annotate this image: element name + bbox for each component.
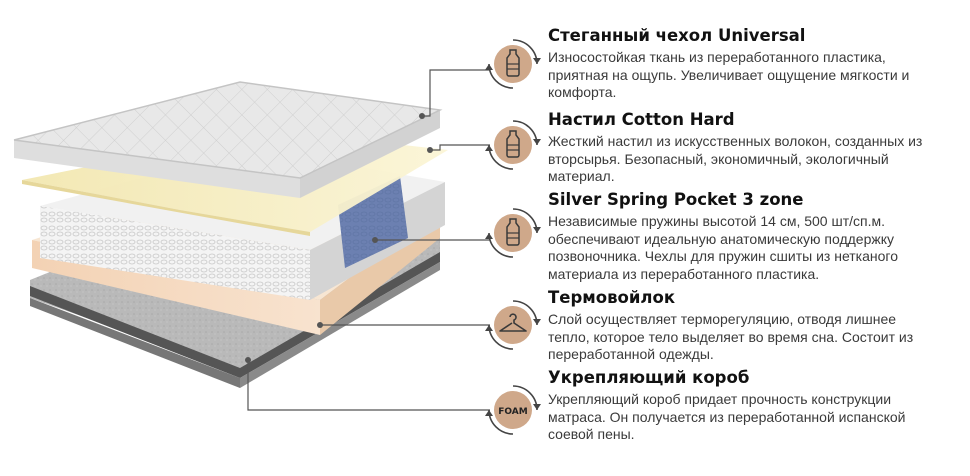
layer-description: Износостойкая ткань из переработанного п…: [548, 49, 910, 100]
layer-description: Слой осуществляет терморегуляцию, отводя…: [548, 311, 914, 362]
layer-block-cover: Стеганный чехол Universal Износостойкая …: [548, 26, 963, 102]
recycled-bottle-icon: [485, 39, 541, 89]
layer-title: Укрепляющий короб: [548, 368, 750, 387]
quilted-cover-layer: [13, 81, 443, 198]
layer-title: Настил Cotton Hard: [548, 110, 735, 129]
layer-title: Стеганный чехол Universal: [548, 26, 806, 45]
recycled-bottle-icon: [485, 120, 541, 170]
layer-title: Термовойлок: [548, 288, 676, 307]
foam-label: FOAM: [498, 407, 528, 417]
clothes-hanger-icon: [485, 300, 541, 350]
layer-block-foam-box: Укрепляющий короб Укрепляющий короб прид…: [548, 368, 963, 444]
layer-description: Укрепляющий короб придает прочность конс…: [548, 391, 906, 442]
layer-description: Жесткий настил из искусственных волокон,…: [548, 133, 923, 184]
leader-lines: [247, 69, 490, 411]
layer-title: Silver Spring Pocket 3 zone: [548, 190, 804, 209]
foam-icon: FOAM: [485, 385, 541, 435]
recycled-bottle-icon: [485, 208, 541, 258]
leader-dots: [245, 113, 433, 363]
layer-block-felt: Термовойлок Слой осуществляет терморегул…: [548, 288, 963, 364]
layer-block-cotton-hard: Настил Cotton Hard Жесткий настил из иск…: [548, 110, 963, 186]
layer-block-springs: Silver Spring Pocket 3 zone Независимые …: [548, 190, 963, 283]
layer-description: Независимые пружины высотой 14 см, 500 ш…: [548, 213, 898, 282]
